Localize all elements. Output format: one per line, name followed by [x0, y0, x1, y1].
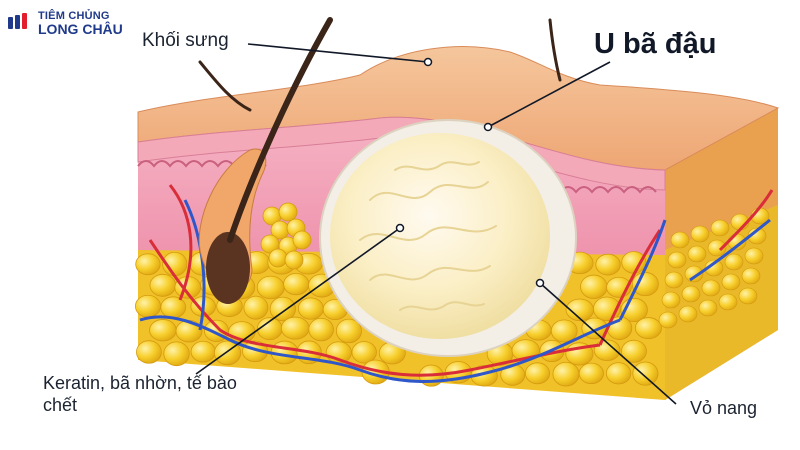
- leader-line-capsule: [539, 282, 677, 405]
- sebaceous-gland: [260, 202, 312, 270]
- fat-cell: [658, 311, 678, 329]
- brand-name-line1: TIÊM CHỦNG: [38, 10, 110, 22]
- fat-cell: [552, 361, 580, 387]
- fat-cell: [632, 361, 659, 386]
- fat-cell: [687, 245, 707, 263]
- cyst-texture: [359, 161, 497, 311]
- fat-cell: [135, 294, 161, 318]
- fat-cell: [578, 362, 604, 385]
- hair-shaft-2: [198, 60, 252, 112]
- fat-cell: [681, 285, 701, 303]
- fat-cell: [335, 318, 362, 344]
- leader-dot-title: [483, 122, 493, 132]
- fat-cell: [710, 219, 730, 237]
- fat-cell: [684, 265, 704, 283]
- fat-cell: [678, 305, 698, 323]
- diagram-title: U bã đậu: [594, 28, 717, 60]
- brand-name-line2: LONG CHÂU: [38, 21, 123, 37]
- fat-cell: [698, 299, 718, 317]
- fat-cell: [283, 272, 310, 296]
- fat-cell: [741, 267, 761, 285]
- fat-cell: [605, 362, 632, 385]
- hair-shaft: [227, 17, 333, 243]
- fat-cell: [149, 319, 177, 342]
- fat-cell: [690, 225, 710, 243]
- sebaceous-lobule: [268, 248, 288, 268]
- fat-cell: [160, 296, 187, 319]
- fat-cell: [308, 317, 334, 342]
- fat-cell: [634, 317, 662, 340]
- label-swelling: Khối sưng: [142, 30, 229, 51]
- fat-cell: [550, 319, 578, 343]
- sebaceous-lobule: [292, 230, 312, 250]
- sebaceous-lobule: [278, 202, 298, 222]
- fat-cell: [135, 253, 161, 276]
- artery: [148, 184, 774, 377]
- brand-logo-icon: [8, 13, 27, 29]
- fat-cell: [661, 291, 681, 309]
- brand-logo: TIÊM CHỦNG LONG CHÂU: [8, 10, 123, 36]
- label-cyst-contents: Keratin, bã nhờn, tế bào chết: [43, 373, 237, 415]
- fat-cell: [621, 339, 647, 363]
- fat-cell: [701, 279, 721, 297]
- hair-bulb: [206, 232, 250, 304]
- fat-cell: [744, 247, 764, 265]
- leader-dot-capsule: [535, 278, 545, 288]
- cyst-content: [330, 133, 550, 339]
- fat-cell: [738, 287, 758, 305]
- fat-cell: [243, 295, 269, 320]
- leader-dot-contents: [395, 223, 405, 233]
- fat-cell: [718, 293, 738, 311]
- label-cyst-capsule: Vỏ nang: [690, 398, 758, 418]
- fat-cell: [595, 253, 621, 276]
- fat-cell: [163, 341, 190, 367]
- leader-dots: [395, 57, 545, 288]
- fat-cell: [580, 274, 608, 299]
- fat-cell: [175, 319, 203, 343]
- sebaceous-lobule: [284, 250, 304, 270]
- fat-cell: [707, 239, 727, 257]
- fat-cell: [621, 251, 647, 274]
- fat-cell: [670, 231, 690, 249]
- fat-cell: [149, 273, 177, 297]
- fat-cell: [280, 316, 310, 340]
- fat-cell: [724, 253, 744, 271]
- fat-cell: [631, 272, 659, 297]
- leader-lines: [195, 43, 677, 405]
- fat-cell: [190, 340, 216, 363]
- fat-cell: [297, 297, 324, 320]
- fat-cell: [269, 296, 296, 322]
- fat-cell: [351, 341, 377, 364]
- fat-cell: [721, 273, 741, 291]
- leader-line-contents: [195, 227, 401, 375]
- fat-cell: [136, 340, 162, 364]
- fat-cell: [667, 251, 687, 269]
- hair-shaft-3: [548, 18, 562, 82]
- leader-dot-swelling: [423, 57, 433, 67]
- fat-cell: [524, 362, 551, 385]
- leader-line-swelling: [247, 43, 429, 63]
- fat-cell: [256, 275, 285, 300]
- leader-line-title: [487, 61, 611, 128]
- fat-cell: [664, 271, 684, 289]
